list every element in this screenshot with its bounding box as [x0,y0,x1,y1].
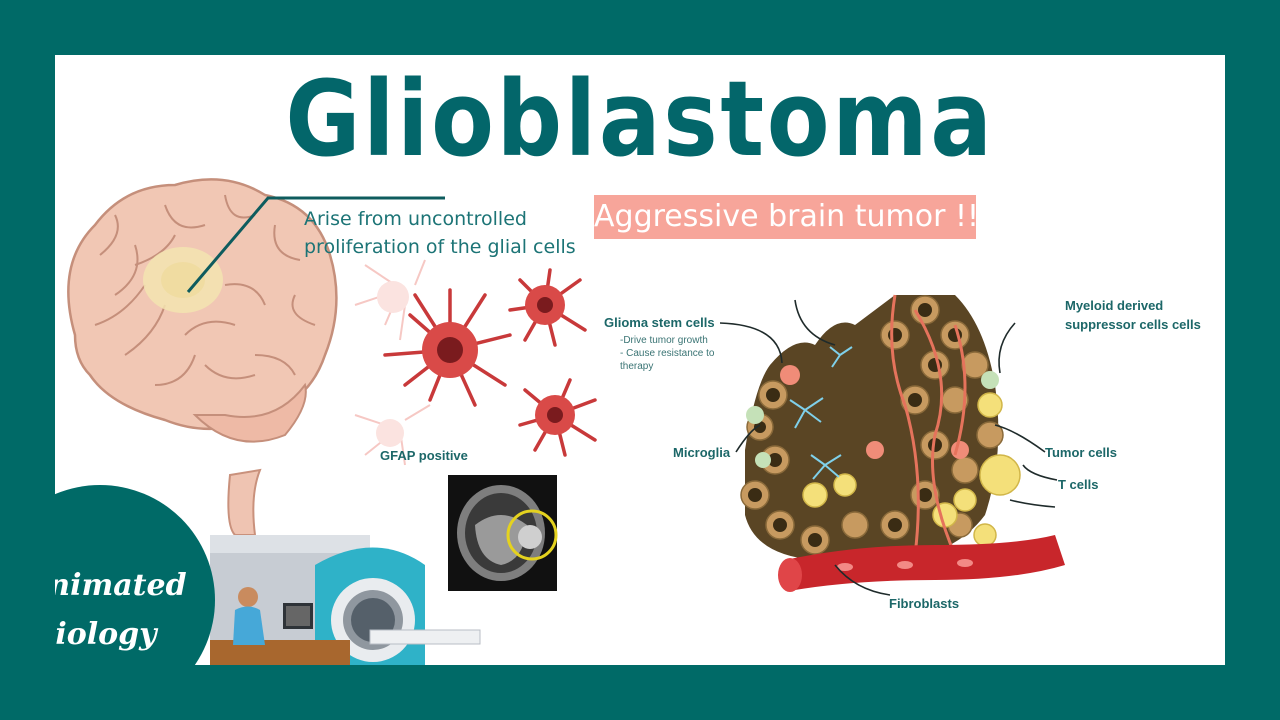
logo-line-2: Biology [55,617,157,652]
description-text: Arise from uncontrolled proliferation of… [304,205,576,261]
illustration-canvas [55,178,1065,665]
mri-machine-illustration [210,535,481,665]
page-title: Glioblastoma [285,58,995,180]
mri-scan-image [448,475,558,591]
tumor-cells-label: Tumor cells [1045,445,1118,460]
glioma-note-3: therapy [620,361,654,372]
glioma-note: -Drive tumor growth - Cause resistance t… [620,334,715,373]
gfap-label: GFAP positive [380,448,468,463]
animated-biology-logo [55,485,215,665]
glioma-stem-cells-label: Glioma stem cells [604,315,715,330]
subtitle-banner: Aggressive brain tumor !! [594,195,979,239]
slide: Glioblastoma Aggressive brain tumor !! A… [55,55,1225,665]
brain-illustration [67,178,445,536]
microglia-label: Microglia [673,445,731,460]
glioma-note-2: - Cause resistance to [620,348,715,359]
logo-line-1: Animated [55,568,187,603]
tumor-microenvironment-illustration [719,294,1065,596]
glioma-note-1: -Drive tumor growth [620,335,708,346]
description-line-1: Arise from uncontrolled [304,208,527,230]
myeloid-label-line-1: Myeloid derived [1065,298,1164,313]
t-cells-label: T cells [1058,477,1099,492]
myeloid-label-line-2: suppressor cells cells [1065,317,1201,332]
astrocyte-illustration [354,259,597,466]
description-line-2: proliferation of the glial cells [304,236,576,258]
fibroblasts-label: Fibroblasts [889,596,960,611]
